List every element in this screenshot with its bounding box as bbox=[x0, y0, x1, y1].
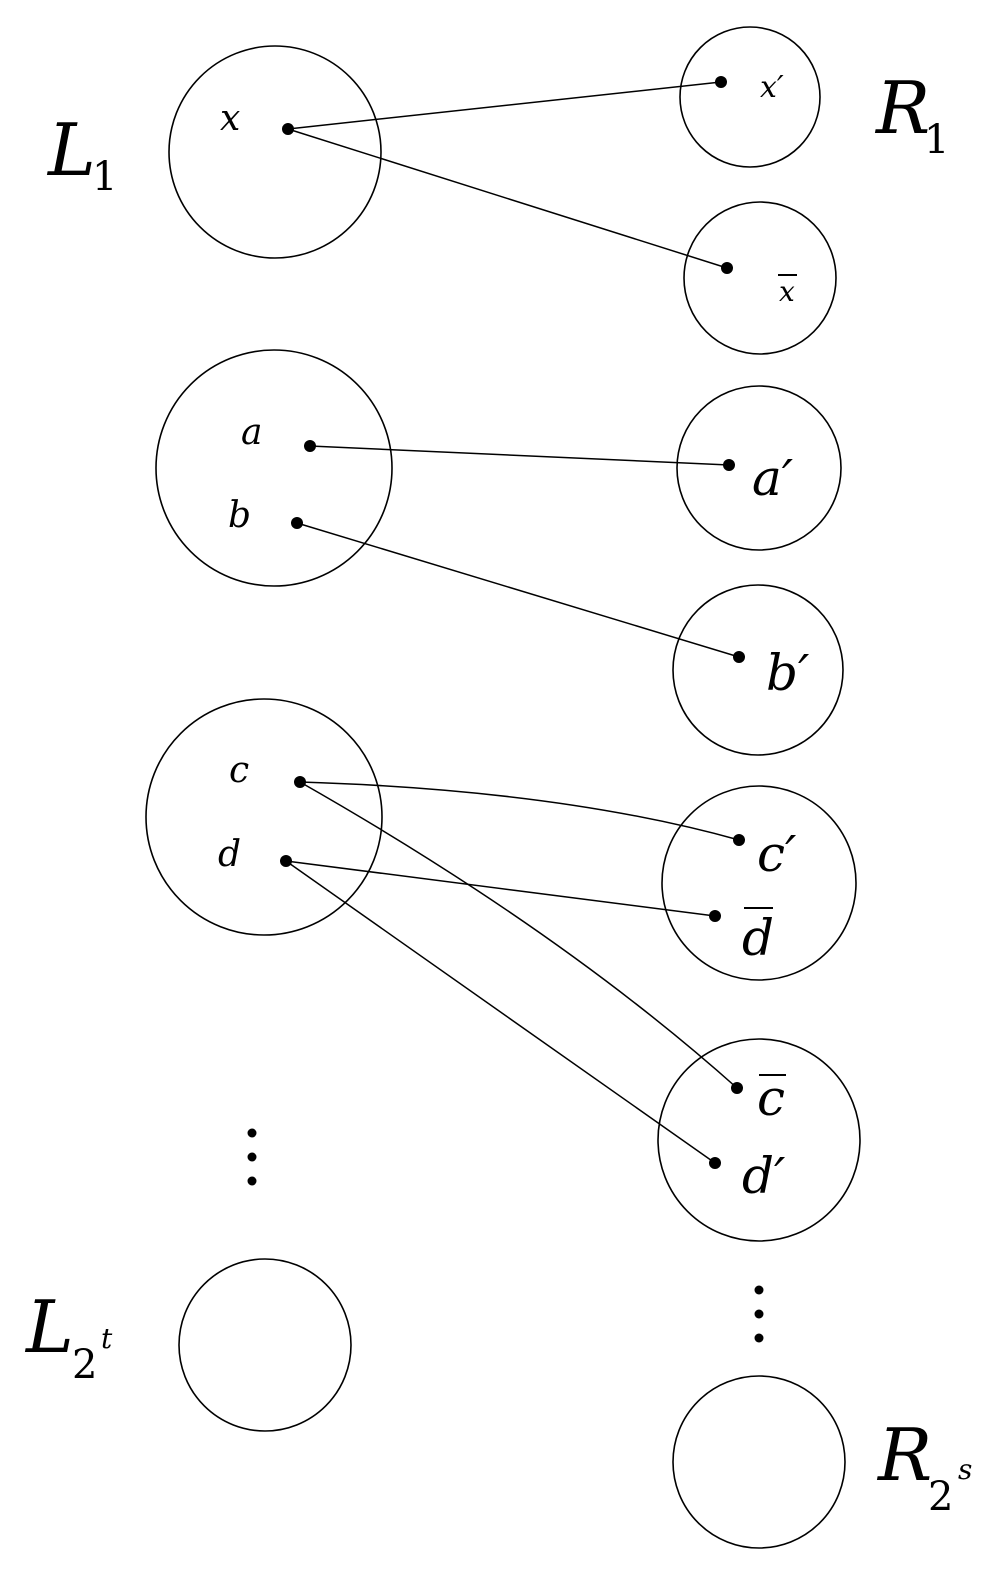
vertex-bprime-label: b′ bbox=[766, 644, 810, 702]
vertex-aprime-dot bbox=[723, 459, 735, 471]
svg-text:2: 2 bbox=[72, 1342, 97, 1388]
label-R1: R 1 bbox=[874, 66, 949, 163]
svg-text:L: L bbox=[46, 108, 96, 192]
svg-text:L: L bbox=[24, 1285, 74, 1369]
edge-d-dbar bbox=[285, 860, 716, 917]
label-L1: L 1 bbox=[46, 108, 117, 200]
label-R2s: R 2 s bbox=[876, 1413, 972, 1520]
vertex-d-dot bbox=[280, 855, 292, 867]
left-group-1-circle bbox=[168, 45, 382, 259]
vertex-c-dot bbox=[294, 776, 306, 788]
left-group-last-circle bbox=[178, 1258, 352, 1432]
edge-x-xbar bbox=[287, 128, 728, 269]
vertex-x-dot bbox=[282, 123, 294, 135]
vertex-b-dot bbox=[291, 517, 303, 529]
vertex-cbar-dot bbox=[731, 1082, 743, 1094]
vertex-a-label: a bbox=[241, 412, 262, 453]
left-group-2-circle bbox=[155, 349, 393, 587]
vertex-dbar-label: d bbox=[742, 909, 774, 967]
svg-text:1: 1 bbox=[924, 117, 949, 163]
svg-text:t: t bbox=[101, 1322, 113, 1355]
vertex-xbar-dot bbox=[721, 262, 733, 274]
right-group-2-circle bbox=[683, 201, 837, 355]
svg-text:2: 2 bbox=[928, 1474, 953, 1520]
svg-text:R: R bbox=[876, 1413, 932, 1497]
vertex-cprime-dot bbox=[733, 834, 745, 846]
right-group-6-circle bbox=[657, 1038, 861, 1242]
vertex-cprime-label: c′ bbox=[757, 825, 797, 883]
right-vertical-ellipsis bbox=[754, 1285, 764, 1343]
vertex-xprime-label: x′ bbox=[760, 70, 784, 105]
vertex-dprime-label: d′ bbox=[742, 1147, 786, 1205]
left-vertical-ellipsis bbox=[247, 1128, 257, 1186]
vertex-dprime-dot bbox=[709, 1157, 721, 1169]
vertex-cbar-label: c bbox=[757, 1069, 785, 1127]
left-group-3-circle bbox=[145, 698, 383, 936]
right-group-last-circle bbox=[672, 1375, 846, 1549]
vertex-x-label: x bbox=[220, 98, 240, 139]
vertex-dbar-dot bbox=[709, 910, 721, 922]
vertex-xprime-dot bbox=[715, 76, 727, 88]
edge-c-cbar bbox=[299, 781, 738, 1089]
edge-d-dprime bbox=[285, 860, 716, 1164]
edge-b-bprime bbox=[296, 522, 740, 658]
svg-text:1: 1 bbox=[92, 154, 117, 200]
svg-text:s: s bbox=[958, 1453, 972, 1486]
vertex-d-label: d bbox=[218, 834, 241, 875]
right-group-3-circle bbox=[676, 385, 842, 551]
label-L2t: L 2 t bbox=[24, 1285, 113, 1388]
right-group-4-circle bbox=[672, 584, 844, 756]
edge-c-cprime bbox=[299, 781, 740, 841]
vertex-xbar-label: x bbox=[779, 275, 795, 308]
vertex-bprime-dot bbox=[733, 651, 745, 663]
right-group-5-circle bbox=[661, 785, 857, 981]
vertex-c-label: c bbox=[229, 750, 249, 791]
right-group-1-circle bbox=[679, 26, 821, 168]
svg-text:R: R bbox=[874, 66, 930, 150]
edge-a-aprime bbox=[309, 445, 730, 466]
vertex-aprime-label: a′ bbox=[752, 449, 794, 507]
vertex-a-dot bbox=[304, 440, 316, 452]
vertex-b-label: b bbox=[228, 495, 251, 536]
edge-x-xprime bbox=[287, 81, 722, 130]
